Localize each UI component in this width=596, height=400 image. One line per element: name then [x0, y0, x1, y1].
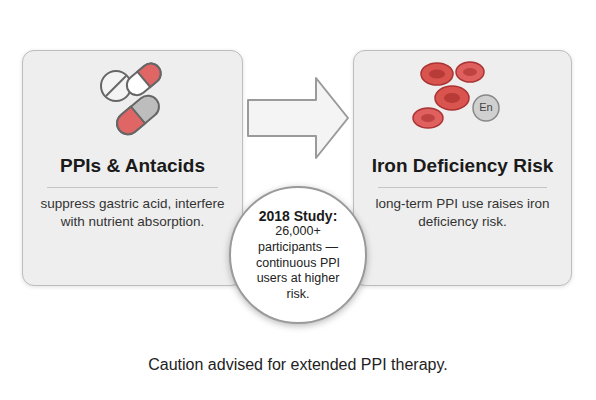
box-title: 2018 Study:	[259, 208, 338, 225]
box-body: long-term PPI use raises iron deficiency…	[364, 195, 561, 231]
box-title: PPIs & Antacids	[60, 155, 205, 178]
box-body: suppress gastric acid, interfere with nu…	[33, 195, 232, 231]
element-symbol: En	[476, 102, 496, 113]
block-arrow	[248, 78, 348, 158]
divider-line	[47, 187, 218, 188]
box-body: 26,000+ participants — continuous PPI us…	[245, 224, 351, 302]
box-title: Iron Deficiency Risk	[372, 155, 554, 178]
info-box: Iron Deficiency Risk long-term PPI use ra…	[353, 50, 572, 286]
study-circle: 2018 Study:26,000+ participants — contin…	[229, 186, 367, 324]
caption: Caution advised for extended PPI therapy…	[0, 356, 596, 374]
divider-line	[378, 187, 547, 188]
